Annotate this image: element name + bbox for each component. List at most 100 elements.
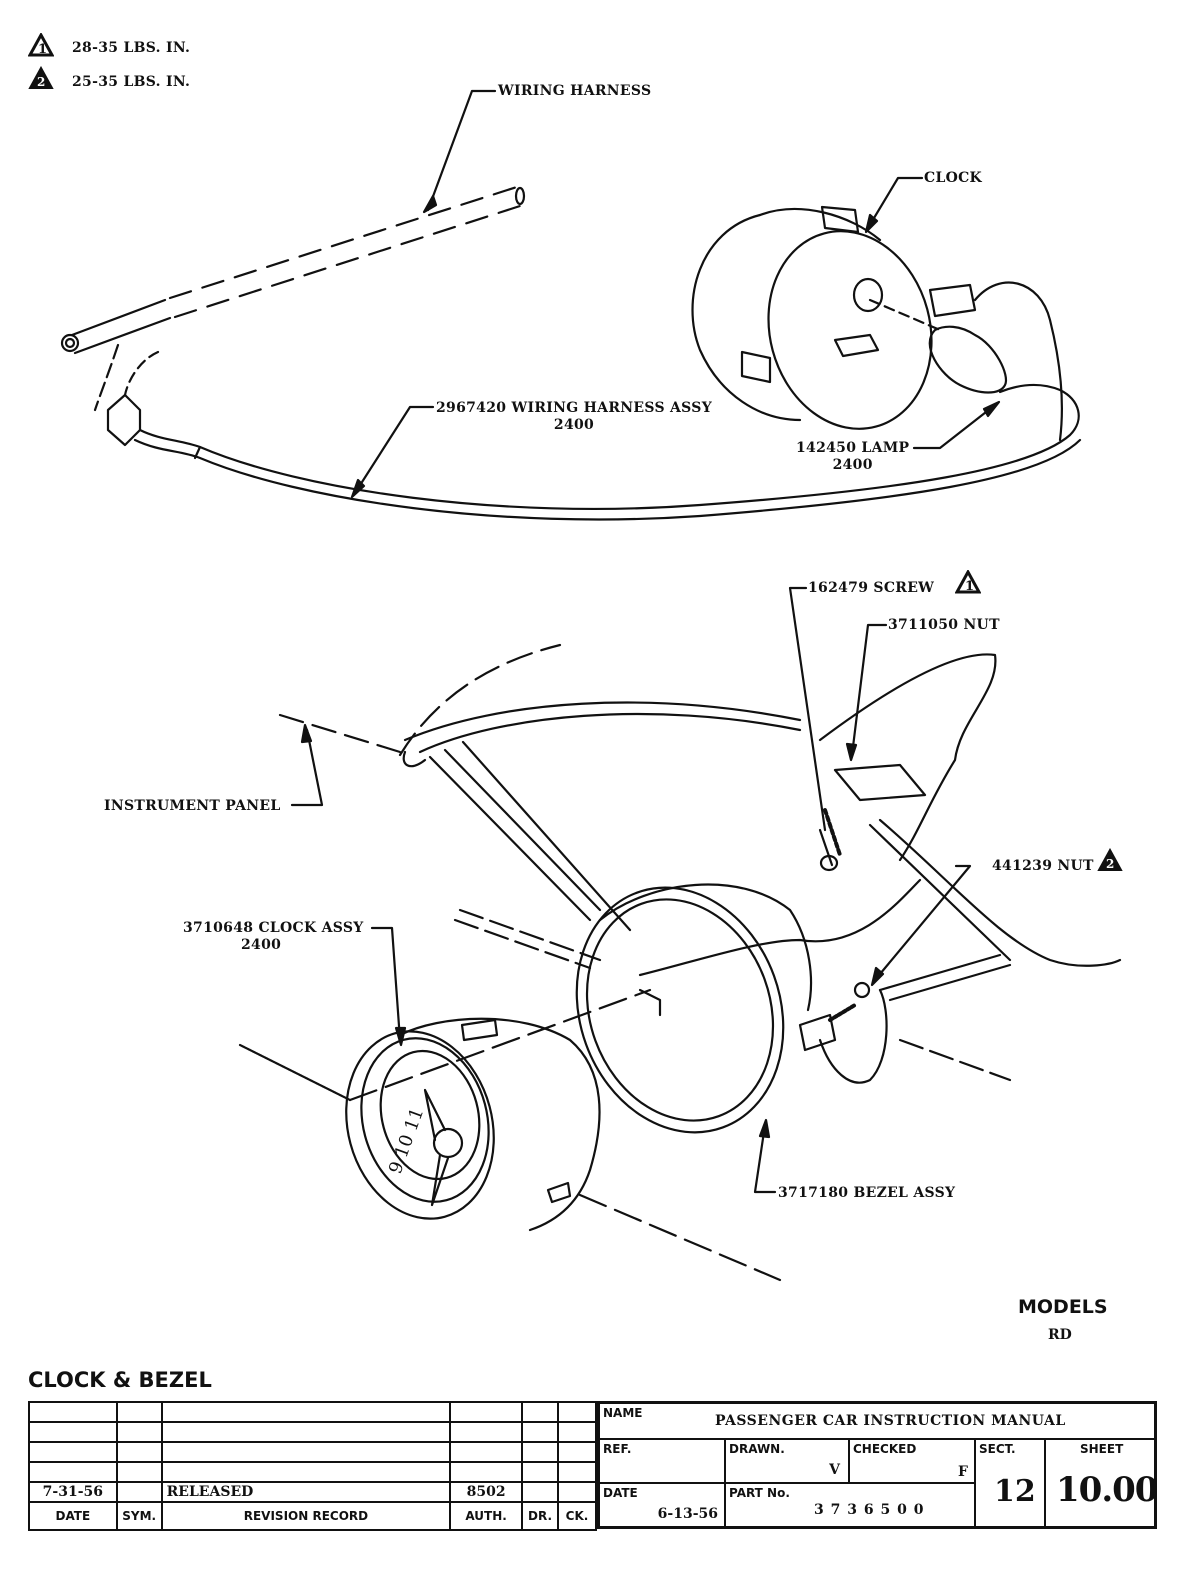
nut-upper-leader bbox=[845, 623, 888, 762]
cell bbox=[449, 1401, 524, 1423]
revision-record: RELEASED bbox=[160, 1481, 452, 1503]
table-row: 7-31-56 RELEASED 8502 bbox=[28, 1481, 597, 1503]
screw-label: 162479 SCREW bbox=[808, 580, 935, 596]
models-value: RD bbox=[1048, 1327, 1072, 1343]
checked-value: F bbox=[958, 1464, 968, 1480]
sect-value: 12 bbox=[994, 1474, 1036, 1509]
cell bbox=[449, 1441, 524, 1463]
harness-assy-label: 2967420 WIRING HARNESS ASSY 2400 bbox=[436, 400, 712, 434]
sheet-cell: SHEET 10.00 bbox=[1045, 1439, 1158, 1527]
part-cell: PART No. 3 7 3 6 5 0 0 bbox=[725, 1483, 975, 1527]
checked-cell: CHECKED F bbox=[849, 1439, 975, 1483]
cell bbox=[557, 1461, 597, 1483]
lamp-part: 142450 LAMP bbox=[796, 440, 910, 456]
cell bbox=[115, 1401, 163, 1423]
lamp-code: 2400 bbox=[832, 457, 873, 473]
ref-cell: REF. bbox=[599, 1439, 725, 1483]
instrument-panel bbox=[398, 643, 1122, 1082]
triangle-1-icon: 1 bbox=[28, 33, 54, 57]
date-caption: DATE bbox=[603, 1486, 638, 1500]
sect-cell: SECT. 12 bbox=[975, 1439, 1045, 1527]
torque-note-1: 28-35 LBS. IN. bbox=[72, 40, 191, 56]
header-ck: CK. bbox=[557, 1501, 597, 1531]
cell bbox=[115, 1461, 163, 1483]
part-value: 3 7 3 6 5 0 0 bbox=[814, 1502, 925, 1518]
svg-text:1: 1 bbox=[38, 42, 47, 57]
clock-leader bbox=[864, 176, 924, 234]
revision-sym bbox=[115, 1481, 163, 1503]
date-value: 6-13-56 bbox=[657, 1506, 718, 1522]
name-caption: NAME bbox=[603, 1406, 643, 1420]
table-row bbox=[28, 1401, 597, 1423]
cell bbox=[521, 1401, 560, 1423]
cell bbox=[521, 1461, 560, 1483]
nut-lower-label: 441239 NUT bbox=[992, 858, 1094, 874]
bezel-leader bbox=[753, 1118, 777, 1194]
revision-date: 7-31-56 bbox=[28, 1481, 118, 1503]
svg-text:2: 2 bbox=[37, 75, 45, 89]
instrument-panel-leader bbox=[278, 713, 402, 807]
clock-assy-label: 3710648 CLOCK ASSY 2400 bbox=[183, 920, 364, 954]
cell bbox=[557, 1401, 597, 1423]
cell bbox=[449, 1461, 524, 1483]
harness-assy-code: 2400 bbox=[553, 417, 595, 433]
instrument-panel-label: INSTRUMENT PANEL bbox=[104, 798, 281, 814]
clock-label: CLOCK bbox=[924, 170, 982, 186]
date-cell: DATE 6-13-56 bbox=[599, 1483, 725, 1527]
header-sym: SYM. bbox=[115, 1501, 163, 1531]
drawn-cell: DRAWN. V bbox=[725, 1439, 849, 1483]
triangle-1-icon: 1 bbox=[955, 570, 981, 594]
harness-assy-cable bbox=[93, 343, 1082, 521]
harness-assy-leader bbox=[350, 405, 435, 499]
table-header-row: DATE SYM. REVISION RECORD AUTH. DR. CK. bbox=[28, 1501, 597, 1531]
lamp-leader bbox=[912, 400, 1001, 450]
title-block: NAME PASSENGER CAR INSTRUCTION MANUAL RE… bbox=[597, 1401, 1158, 1529]
table-row bbox=[28, 1441, 597, 1463]
sheet-value: 10.00 bbox=[1056, 1470, 1158, 1510]
drawn-value: V bbox=[829, 1462, 840, 1478]
cell bbox=[449, 1421, 524, 1443]
nut-upper-label: 3711050 NUT bbox=[888, 617, 1000, 633]
cell bbox=[28, 1461, 118, 1483]
drawing-title: CLOCK & BEZEL bbox=[28, 1368, 212, 1392]
wiring-harness-label: WIRING HARNESS bbox=[498, 83, 652, 99]
bezel-assy-label: 3717180 BEZEL ASSY bbox=[778, 1185, 956, 1201]
screw-leader bbox=[788, 586, 827, 832]
revision-auth: 8502 bbox=[449, 1481, 524, 1503]
table-row bbox=[28, 1421, 597, 1443]
name-value: PASSENGER CAR INSTRUCTION MANUAL bbox=[715, 1413, 1066, 1429]
sheet-caption: SHEET bbox=[1080, 1442, 1124, 1456]
table-row bbox=[28, 1461, 597, 1483]
cell bbox=[160, 1461, 452, 1483]
clock-assy-part: 3710648 CLOCK ASSY bbox=[183, 920, 364, 936]
cell bbox=[28, 1421, 118, 1443]
clock-assy-front: 9 10 11 bbox=[345, 1017, 601, 1232]
revision-table: 7-31-56 RELEASED 8502 DATE SYM. REVISION… bbox=[28, 1401, 597, 1531]
wiring-harness-leader bbox=[422, 89, 497, 214]
clock-assy-code: 2400 bbox=[241, 937, 282, 953]
name-cell: NAME PASSENGER CAR INSTRUCTION MANUAL bbox=[599, 1403, 1155, 1439]
cell bbox=[557, 1441, 597, 1463]
svg-text:9 10 11: 9 10 11 bbox=[385, 1105, 428, 1177]
lamp-label: 142450 LAMP 2400 bbox=[796, 440, 909, 474]
checked-caption: CHECKED bbox=[853, 1442, 917, 1456]
header-revision-record: REVISION RECORD bbox=[160, 1501, 452, 1531]
cell bbox=[28, 1401, 118, 1423]
header-dr: DR. bbox=[521, 1501, 560, 1531]
clock-assy-leader bbox=[238, 926, 782, 1282]
triangle-2-icon: 2 bbox=[1097, 848, 1123, 871]
part-caption: PART No. bbox=[729, 1486, 790, 1500]
triangle-2-icon: 2 bbox=[28, 66, 54, 89]
cell bbox=[557, 1421, 597, 1443]
ref-caption: REF. bbox=[603, 1442, 632, 1456]
cell bbox=[160, 1401, 452, 1423]
cell bbox=[160, 1441, 452, 1463]
models-heading: MODELS bbox=[1018, 1296, 1108, 1318]
screw-and-nut bbox=[818, 763, 927, 872]
cell bbox=[521, 1441, 560, 1463]
cell bbox=[160, 1421, 452, 1443]
revision-ck bbox=[557, 1481, 597, 1503]
cell bbox=[115, 1421, 163, 1443]
sect-caption: SECT. bbox=[979, 1442, 1016, 1456]
